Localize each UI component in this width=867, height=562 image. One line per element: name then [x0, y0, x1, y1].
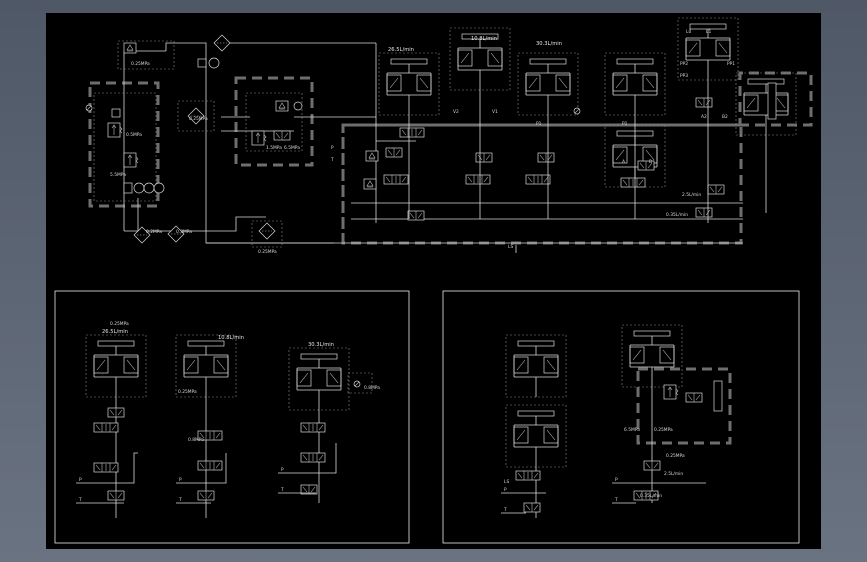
label: 0.25MPa: [131, 61, 150, 67]
right-detail-labels: 6.5MPa 0.25MPa 0.25MPa 2.5L/min 0.35L/mi…: [503, 427, 685, 513]
label: P: [79, 477, 82, 483]
right-detail-panel: [442, 290, 800, 544]
left-detail-panel: [54, 290, 410, 544]
label: 0.8MPa: [364, 385, 380, 391]
label: 1.5MPa: [266, 145, 282, 151]
label: T: [78, 497, 82, 503]
label: 10.8L/min: [218, 335, 244, 341]
left-detail-circuit: [76, 334, 373, 518]
label: 30.3L/min: [308, 342, 334, 348]
label: LS: [504, 479, 509, 485]
label: LS: [508, 244, 513, 250]
label: P: [615, 477, 618, 483]
label: T: [178, 497, 182, 503]
label: 0.25MPa: [178, 389, 197, 395]
label: 0.2MPa: [146, 229, 162, 235]
label: 0.35L/min: [640, 493, 662, 499]
label: V1: [492, 109, 498, 115]
label: 30.3L/min: [536, 41, 562, 47]
label: 26.5L/min: [102, 329, 128, 335]
label: T: [280, 487, 284, 493]
label: 26.5L/min: [388, 47, 414, 53]
label: 0.25MPa: [666, 453, 685, 459]
label: T: [503, 507, 507, 513]
label: T: [614, 497, 618, 503]
label: 10.8L/min: [471, 36, 497, 42]
label: B: [649, 159, 652, 165]
label: V2: [453, 109, 459, 115]
label: PP2: [680, 61, 688, 67]
hydraulic-schematic: 0.25MPa 0.25MPa 0.5MPa 5.5MPa 1.5MPa 6.5…: [54, 17, 813, 544]
label: 0.35L/min: [666, 212, 688, 218]
label: 6.5MPa: [624, 427, 640, 433]
main-circuit: [85, 17, 813, 253]
drawing-canvas: 0.25MPa 0.25MPa 0.5MPa 5.5MPa 1.5MPa 6.5…: [46, 13, 821, 549]
label: PP3: [680, 73, 688, 79]
label: 0.5MPa: [126, 132, 142, 138]
label: 0.3MPa: [176, 229, 192, 235]
label: P: [179, 477, 182, 483]
label: 5.5MPa: [110, 172, 126, 178]
label: 2.5L/min: [682, 192, 701, 198]
label: P: [281, 467, 284, 473]
label: 0.25MPa: [110, 321, 129, 327]
label: 0.25MPa: [258, 249, 277, 255]
label: A: [622, 159, 625, 165]
label: P1: [536, 121, 542, 127]
label: P1: [622, 121, 628, 127]
left-detail-labels: 0.25MPa 0.25MPa 0.8MPa 0.8MPa 10.8L/min …: [78, 321, 380, 503]
label: A2: [701, 114, 707, 120]
label: 0.8MPa: [188, 437, 204, 443]
label: P: [331, 145, 334, 151]
label: L0: [686, 29, 691, 35]
label: T: [330, 157, 334, 163]
label: B2: [722, 114, 728, 120]
label: PP1: [727, 61, 735, 67]
label: 2.5L/min: [664, 471, 683, 477]
label: L1: [706, 29, 711, 35]
label: 0.25MPa: [189, 116, 208, 122]
label: P: [504, 487, 507, 493]
main-labels: 0.25MPa 0.25MPa 0.5MPa 5.5MPa 1.5MPa 6.5…: [110, 29, 735, 255]
right-detail-circuit: [501, 324, 732, 518]
label: 6.5MPa: [284, 145, 300, 151]
label: 0.25MPa: [654, 427, 673, 433]
